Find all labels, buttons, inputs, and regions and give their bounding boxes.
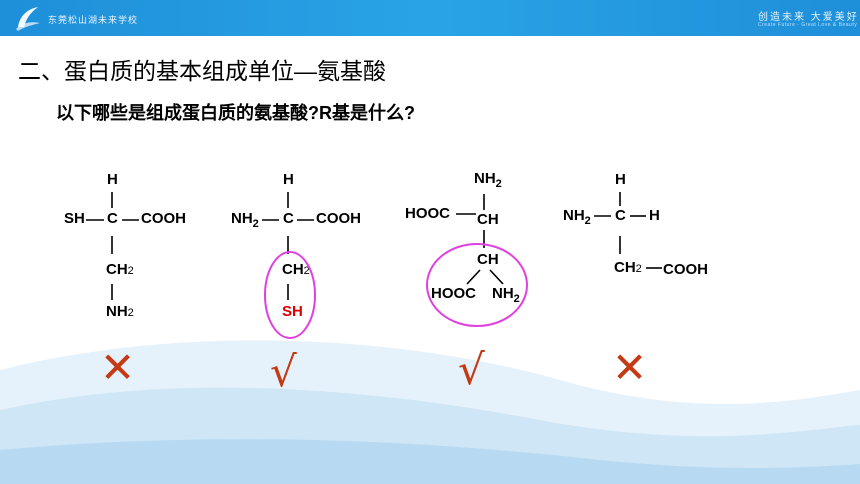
m2-r-group-sh: SH (282, 303, 303, 320)
m2-center: C (283, 210, 294, 227)
m1-top-h: H (107, 171, 118, 188)
m3-verdict-check-icon: √ (458, 345, 485, 394)
m4-top-h: H (615, 171, 626, 188)
school-logo-icon (16, 7, 40, 31)
slide-question: 以下哪些是组成蛋白质的氨基酸?R基是什么? (56, 103, 415, 123)
m4-left: NH2 (563, 207, 591, 227)
m1-verdict-cross-icon: ✕ (100, 343, 135, 392)
m4-right: H (649, 207, 660, 224)
m4-down1: CH2 (614, 259, 642, 276)
m3-top: NH2 (474, 170, 502, 190)
m2-left: NH2 (231, 210, 259, 230)
m1-left: SH (64, 210, 85, 227)
m2-verdict-check-icon: √ (270, 347, 297, 396)
molecule-2: H NH2 C COOH CH2 SH √ (231, 171, 361, 396)
m4-center: C (615, 207, 626, 224)
m3-down-left: HOOC (431, 285, 476, 302)
molecule-1: H SH C COOH CH2 NH2 ✕ (64, 171, 186, 392)
header-banner: 东莞松山湖未来学校 创造未来 大爱美好 Create Future · Grea… (0, 0, 860, 36)
m2-highlight-circle (264, 251, 316, 339)
m3-down-right: NH2 (492, 285, 520, 305)
molecule-4: H NH2 C H CH2 COOH ✕ (563, 171, 708, 392)
molecule-3: NH2 HOOC CH CH HOOC NH2 √ (405, 170, 528, 394)
m3-center: CH (477, 211, 499, 228)
slide-title: 二、蛋白质的基本组成单位—氨基酸 (18, 58, 386, 84)
m1-center: C (107, 210, 118, 227)
m1-down2: NH2 (106, 303, 134, 320)
school-name: 东莞松山湖未来学校 (48, 15, 139, 25)
decorative-wave-background (0, 340, 860, 484)
m1-down1: CH2 (106, 261, 134, 278)
m2-top-h: H (283, 171, 294, 188)
school-motto-sub: Create Future · Great Love & Beauty (758, 22, 858, 28)
m4-verdict-cross-icon: ✕ (612, 343, 647, 392)
m3-down1: CH (477, 251, 499, 268)
m3-highlight-circle (426, 243, 528, 327)
m1-right: COOH (141, 210, 186, 227)
m2-down1: CH2 (282, 261, 310, 278)
school-motto: 创造未来 大爱美好 (758, 12, 859, 23)
m3-left: HOOC (405, 205, 450, 222)
m2-right: COOH (316, 210, 361, 227)
m4-down1-right: COOH (663, 261, 708, 278)
